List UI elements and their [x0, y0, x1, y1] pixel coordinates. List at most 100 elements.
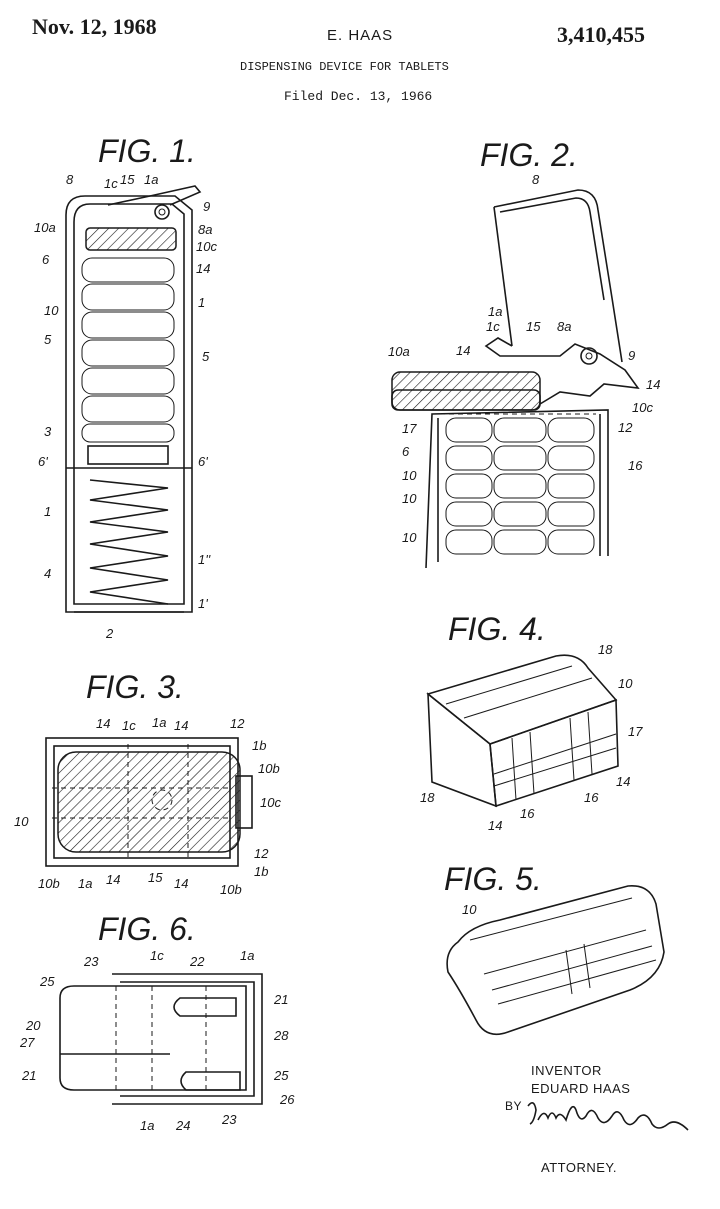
ref-label: 1' — [198, 596, 208, 611]
inventor-label: INVENTOR — [531, 1063, 602, 1078]
ref-label: 14 — [174, 718, 188, 733]
ref-label: 12 — [254, 846, 269, 861]
ref-label: 15 — [526, 319, 541, 334]
ref-label: 10 — [402, 530, 417, 545]
ref-label: 10 — [462, 902, 477, 917]
ref-label: 14 — [488, 818, 502, 833]
ref-label: 10a — [388, 344, 410, 359]
ref-label: 16 — [628, 458, 643, 473]
ref-label: 1a — [78, 876, 92, 891]
ref-label: 10c — [260, 795, 281, 810]
ref-label: 14 — [106, 872, 120, 887]
ref-label: 10c — [632, 400, 653, 415]
ref-label: 10b — [220, 882, 242, 897]
ref-label: 10 — [44, 303, 59, 318]
patent-number: 3,410,455 — [557, 22, 645, 47]
ref-label: 5 — [44, 332, 52, 347]
ref-label: 16 — [520, 806, 535, 821]
ref-label: 22 — [189, 954, 205, 969]
ref-label: 23 — [221, 1112, 237, 1127]
ref-label: 28 — [273, 1028, 289, 1043]
ref-label: 14 — [96, 716, 110, 731]
ref-label: 10 — [618, 676, 633, 691]
fig4-labels: 18 10 17 18 14 16 16 14 — [420, 642, 643, 833]
fig5-labels: 10 — [462, 902, 477, 917]
fig3-labels: 14 1c 1a 14 12 1b 10b 10c 10 12 1b 10b 1… — [14, 715, 281, 897]
fig6-title: FIG. 6. — [98, 911, 196, 947]
ref-label: 1a — [488, 304, 502, 319]
ref-label: 1'' — [198, 552, 211, 567]
ref-label: 1a — [152, 715, 166, 730]
ref-label: 24 — [175, 1118, 190, 1133]
fig2-drawing: FIG. 2. — [391, 137, 640, 569]
ref-label: 18 — [420, 790, 435, 805]
ref-label: 15 — [120, 172, 135, 187]
ref-label: 1 — [44, 504, 51, 519]
attorney-label: ATTORNEY. — [541, 1160, 618, 1175]
ref-label: 12 — [618, 420, 633, 435]
fig6-drawing: FIG. 6. — [59, 911, 263, 1105]
ref-label: 10a — [34, 220, 56, 235]
filed-date: Filed Dec. 13, 1966 — [284, 89, 433, 104]
ref-label: 8 — [66, 172, 74, 187]
ref-label: 6 — [402, 444, 410, 459]
ref-label: 21 — [273, 992, 288, 1007]
ref-label: 14 — [196, 261, 210, 276]
fig1-labels: 8 1c 15 1a 9 8a 10a 10c 6 14 10 1 5 5 3 … — [34, 172, 217, 641]
ref-label: 9 — [203, 199, 210, 214]
fig5-drawing: FIG. 5. — [444, 861, 665, 1036]
ref-label: 1b — [254, 864, 268, 879]
attorney-signature — [527, 1102, 689, 1131]
ref-label: 21 — [21, 1068, 36, 1083]
ref-label: 8 — [532, 172, 540, 187]
inventor-short-name: E. HAAS — [327, 27, 394, 44]
ref-label: 6' — [198, 454, 208, 469]
ref-label: 10 — [402, 468, 417, 483]
ref-label: 12 — [230, 716, 245, 731]
ref-label: 4 — [44, 566, 51, 581]
by-label: BY — [505, 1099, 523, 1113]
ref-label: 1a — [144, 172, 158, 187]
fig4-title: FIG. 4. — [448, 611, 546, 647]
fig1-title: FIG. 1. — [98, 133, 196, 169]
ref-label: 8a — [198, 222, 212, 237]
ref-label: 1c — [104, 176, 118, 191]
ref-label: 1c — [150, 948, 164, 963]
ref-label: 26 — [279, 1092, 295, 1107]
ref-label: 3 — [44, 424, 52, 439]
fig2-labels: 8 1a 1c 15 8a 10a 14 9 14 10c 17 12 6 10… — [388, 172, 660, 545]
ref-label: 17 — [402, 421, 417, 436]
ref-label: 23 — [83, 954, 99, 969]
ref-label: 2 — [105, 626, 114, 641]
patent-date: Nov. 12, 1968 — [32, 14, 157, 39]
ref-label: 20 — [25, 1018, 41, 1033]
fig1-drawing: FIG. 1. — [65, 133, 202, 613]
patent-title: DISPENSING DEVICE FOR TABLETS — [240, 60, 449, 74]
ref-label: 27 — [19, 1035, 35, 1050]
ref-label: 1 — [198, 295, 205, 310]
ref-label: 14 — [174, 876, 188, 891]
fig3-title: FIG. 3. — [86, 669, 184, 705]
ref-label: 18 — [598, 642, 613, 657]
ref-label: 1b — [252, 738, 266, 753]
fig2-title: FIG. 2. — [480, 137, 578, 173]
ref-label: 1c — [122, 718, 136, 733]
ref-label: 10 — [402, 491, 417, 506]
fig4-drawing: FIG. 4. — [426, 611, 619, 808]
ref-label: 10c — [196, 239, 217, 254]
inventor-name: EDUARD HAAS — [531, 1081, 631, 1096]
fig3-drawing: FIG. 3. — [45, 669, 253, 867]
ref-label: 9 — [628, 348, 635, 363]
ref-label: 8a — [557, 319, 571, 334]
ref-label: 1c — [486, 319, 500, 334]
ref-label: 10b — [258, 761, 280, 776]
ref-label: 5 — [202, 349, 210, 364]
ref-label: 14 — [456, 343, 470, 358]
ref-label: 25 — [273, 1068, 289, 1083]
fig6-labels: 23 1c 22 1a 25 21 20 28 27 21 25 26 1a 2… — [19, 948, 295, 1133]
ref-label: 17 — [628, 724, 643, 739]
ref-label: 25 — [39, 974, 55, 989]
ref-label: 1a — [240, 948, 254, 963]
ref-label: 6 — [42, 252, 50, 267]
